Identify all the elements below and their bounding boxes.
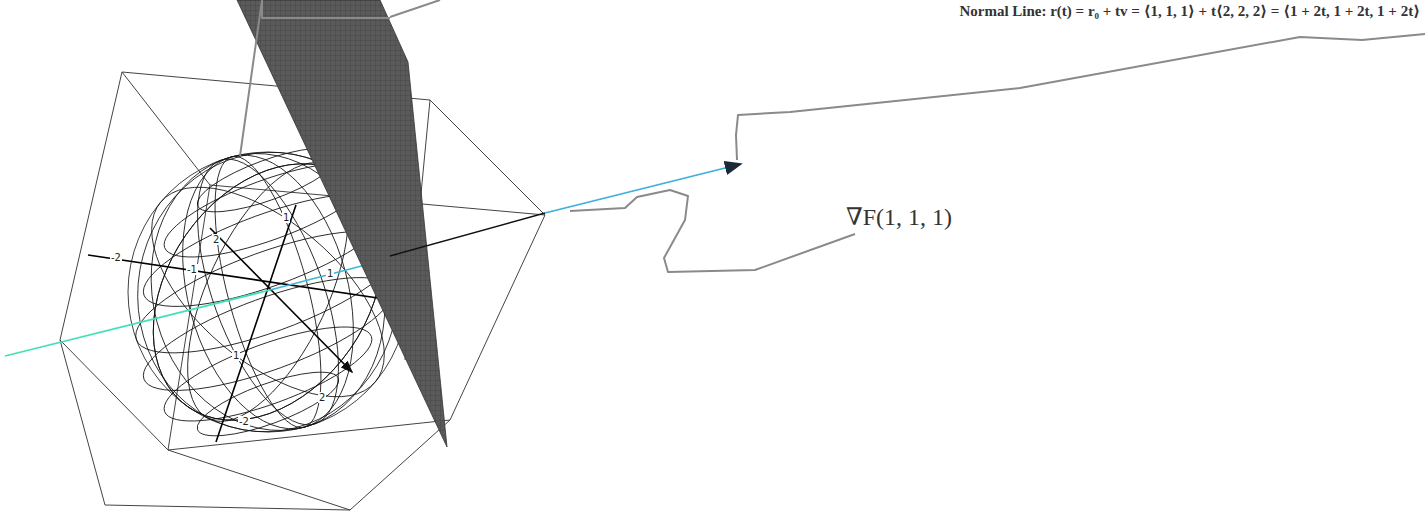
leader-line — [240, 0, 1425, 272]
gradient-vector — [390, 213, 545, 256]
tick-label: 1 — [326, 268, 334, 279]
tick-label: -2 — [110, 252, 122, 263]
tick-label: 2 — [318, 392, 326, 403]
formula-label: Normal Line: r(t) = r₀ + tv = ⟨1, 1, 1⟩ … — [959, 2, 1420, 20]
normal-line — [5, 290, 270, 356]
tick-label: 1 — [282, 212, 290, 223]
tick-label: 2 — [212, 234, 220, 245]
gradient-label: ∇F(1, 1, 1) — [846, 203, 952, 231]
tick-label: -1 — [186, 264, 198, 275]
tick-label: -2 — [238, 416, 250, 427]
tangent-plane — [237, 0, 447, 447]
normal-line — [545, 164, 741, 213]
tick-label: 1 — [232, 350, 240, 361]
